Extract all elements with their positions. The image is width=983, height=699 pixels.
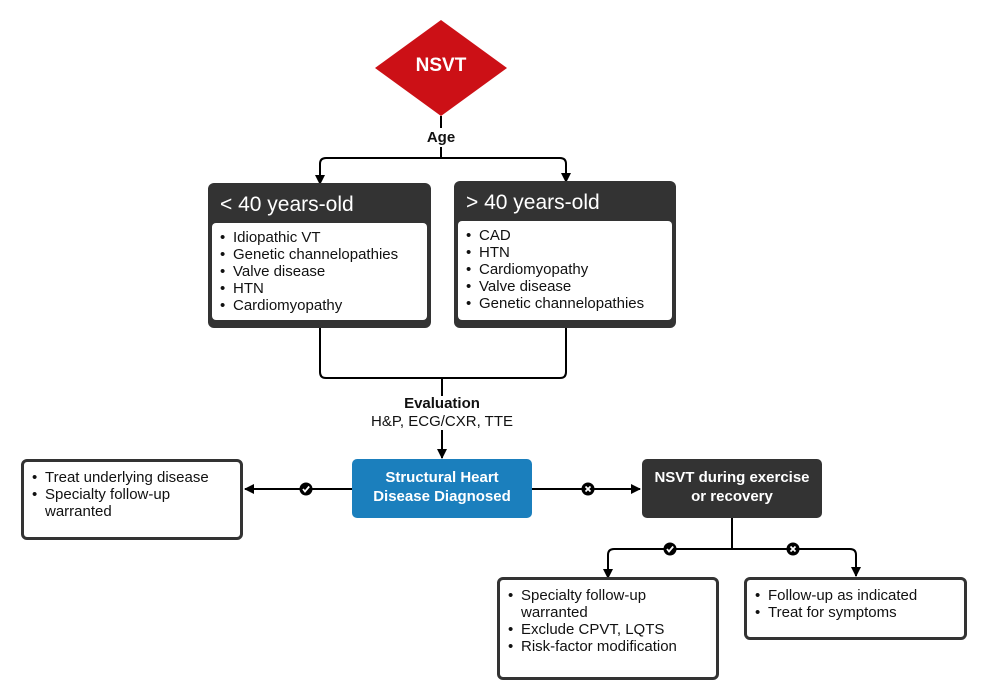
list-item: CAD xyxy=(466,227,664,244)
structural-heart-disease-node: Structural Heart Disease Diagnosed xyxy=(352,459,532,518)
x-circle-icon xyxy=(786,542,800,556)
over-40-title: > 40 years-old xyxy=(466,191,600,214)
list-item: Cardiomyopathy xyxy=(466,261,664,278)
yes-outcome-box: Specialty follow-up warrantedExclude CPV… xyxy=(497,577,719,680)
list-item: Idiopathic VT xyxy=(220,229,419,246)
evaluation-title: Evaluation xyxy=(404,395,480,412)
age-branch-line xyxy=(319,147,567,183)
list-item: Treat for symptoms xyxy=(755,604,956,621)
list-item: Follow-up as indicated xyxy=(755,587,956,604)
exercise-nsvt-node: NSVT during exercise or recovery xyxy=(642,459,822,518)
list-item: Risk-factor modification xyxy=(508,638,708,655)
under-40-title: < 40 years-old xyxy=(220,193,354,216)
list-item: Cardiomyopathy xyxy=(220,297,419,314)
evaluation-detail: H&P, ECG/CXR, TTE xyxy=(371,413,513,430)
nsvt-label: NSVT xyxy=(415,55,467,76)
list-item: Valve disease xyxy=(220,263,419,280)
no-outcome-box: Follow-up as indicatedTreat for symptoms xyxy=(744,577,967,640)
nsvt-diamond xyxy=(375,20,507,116)
structural-line-2: Disease Diagnosed xyxy=(373,488,511,505)
exercise-branch-line xyxy=(607,518,857,576)
treat-outcome-box: Treat underlying diseaseSpecialty follow… xyxy=(21,459,243,540)
exercise-line-2: or recovery xyxy=(691,488,773,505)
structural-line-1: Structural Heart xyxy=(385,469,499,486)
list-item: Genetic channelopathies xyxy=(466,295,664,312)
under-40-list: Idiopathic VTGenetic channelopathiesValv… xyxy=(212,223,427,320)
age-label: Age xyxy=(426,129,456,146)
list-item: Specialty follow-up warranted xyxy=(508,587,708,621)
list-item: Treat underlying disease xyxy=(32,469,232,486)
list-item: Specialty follow-up warranted xyxy=(32,486,232,520)
check-circle-icon xyxy=(299,482,313,496)
x-circle-icon xyxy=(581,482,595,496)
over-40-box: > 40 years-old CADHTNCardiomyopathyValve… xyxy=(454,181,676,328)
over-40-list: CADHTNCardiomyopathyValve diseaseGenetic… xyxy=(458,221,672,320)
under-40-box: < 40 years-old Idiopathic VTGenetic chan… xyxy=(208,183,431,328)
exercise-line-1: NSVT during exercise xyxy=(654,469,810,486)
check-circle-icon xyxy=(663,542,677,556)
list-item: HTN xyxy=(220,280,419,297)
list-item: Genetic channelopathies xyxy=(220,246,419,263)
list-item: Valve disease xyxy=(466,278,664,295)
merge-line xyxy=(319,327,567,396)
list-item: HTN xyxy=(466,244,664,261)
list-item: Exclude CPVT, LQTS xyxy=(508,621,708,638)
